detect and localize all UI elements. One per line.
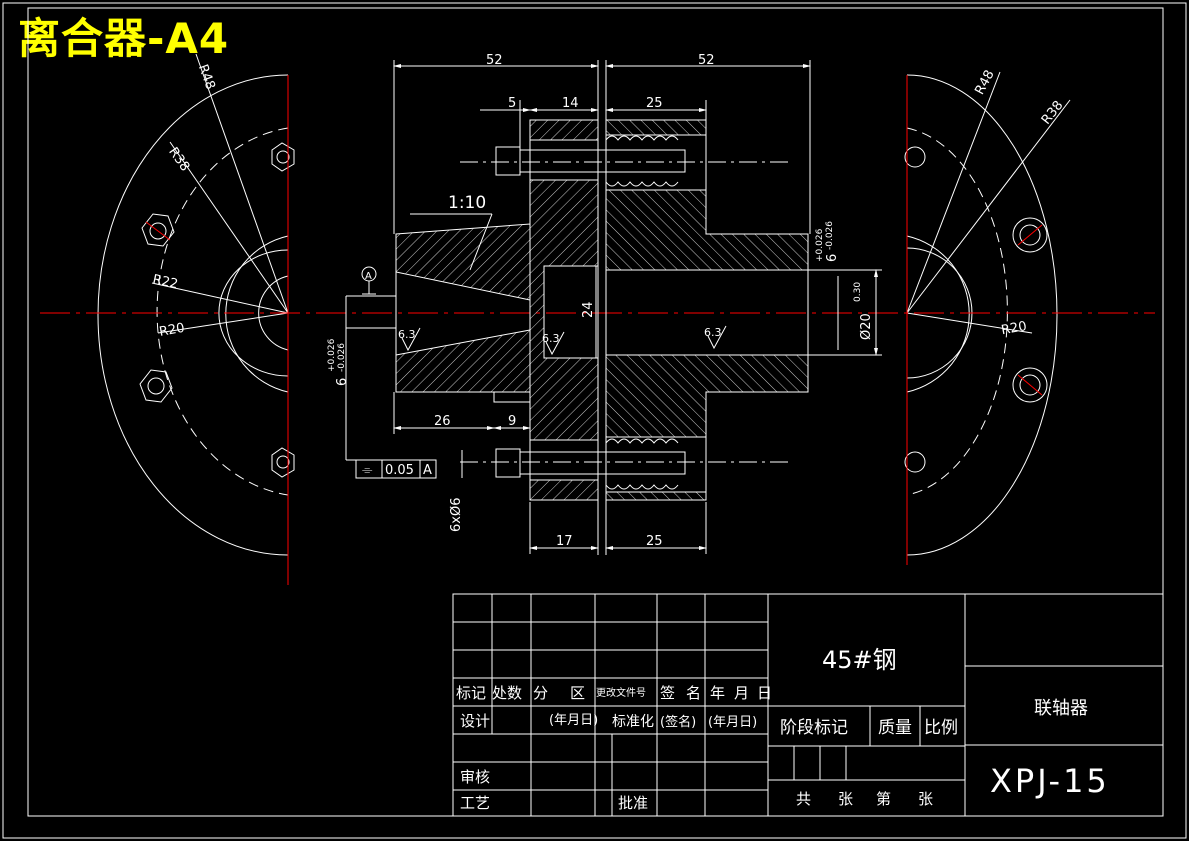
- roughness-1: 6.3: [398, 328, 416, 341]
- left-r20: R20: [158, 321, 186, 340]
- tol-value: 0.05: [385, 463, 414, 478]
- title-block: [452, 593, 1164, 817]
- diameter-tol: 0.30: [853, 282, 863, 302]
- scale-label: 比例: [924, 718, 958, 738]
- section-bolts: [495, 135, 686, 490]
- keyway-right-lower: -0.026: [825, 221, 835, 250]
- dim-5: 5: [508, 96, 516, 111]
- left-r22: R22: [151, 272, 179, 292]
- section-view: [395, 60, 809, 555]
- keyway-left-lower: -0.026: [337, 343, 347, 372]
- left-r48: R48: [195, 62, 218, 91]
- taper-label: 1:10: [448, 193, 486, 213]
- hdr-mark: 标记: [456, 684, 486, 702]
- right-radius-labels: R48 R38 R20: [972, 68, 1066, 339]
- right-r38: R38: [1039, 98, 1067, 127]
- row-design-date: (年月日): [549, 713, 598, 728]
- sheet-unit-2: 张: [918, 790, 933, 808]
- hdr-sign2: 名: [686, 684, 701, 702]
- row-review: 审核: [460, 768, 490, 786]
- dimension-lines: [345, 60, 882, 554]
- sheet-unit-1: 张: [838, 790, 853, 808]
- datum-a: A: [365, 271, 372, 282]
- row-process: 工艺: [460, 794, 490, 812]
- row-standard: 标准化: [612, 714, 654, 730]
- sheet-no: 第: [876, 790, 891, 808]
- dim-17: 17: [556, 534, 573, 549]
- diameter-dim: Ø20: [859, 313, 874, 340]
- part-name: 联轴器: [1034, 698, 1088, 719]
- datum-a-marker: [361, 266, 377, 295]
- roughness-3: 6.3: [704, 326, 722, 339]
- left-r38: R38: [165, 145, 192, 175]
- right-r20: R20: [1000, 319, 1028, 338]
- sheet-total: 共: [796, 790, 811, 808]
- drawing-number: XPJ-15: [990, 762, 1110, 800]
- row-design: 设计: [460, 712, 490, 730]
- roughness-marks: [401, 325, 727, 356]
- dim-52-right: 52: [698, 53, 715, 68]
- keyway-right-upper: +0.026: [815, 228, 825, 262]
- tolerance-frame: [355, 459, 437, 479]
- right-r48: R48: [972, 68, 997, 98]
- hdr-zone: 区: [570, 684, 585, 702]
- keyway-right-nominal: 6: [825, 254, 840, 262]
- right-end-view: [904, 71, 1071, 556]
- mass-label: 质量: [878, 718, 912, 738]
- hdr-count: 处数: [492, 684, 522, 702]
- dim-9: 9: [508, 414, 516, 429]
- dimension-texts: 52 52 5 14 25 26 9 17 25 1:10 24 Ø20 0.3…: [327, 53, 874, 549]
- row-sign: (签名): [660, 714, 696, 730]
- title-block-text: 标记 处数 分 区 更改文件号 签 名 年 月 日 设计 (年月日) 标准化 (…: [456, 646, 1110, 812]
- approve-label: 批准: [618, 794, 648, 812]
- bolt-hex: [139, 142, 295, 478]
- dim-26: 26: [434, 414, 451, 429]
- stage-label: 阶段标记: [780, 718, 848, 738]
- keyway-left-nominal: 6: [335, 378, 350, 386]
- hdr-month: 月: [734, 684, 749, 702]
- row-sign-date: (年月日): [708, 715, 757, 730]
- hdr-day: 日: [757, 684, 772, 702]
- hdr-div: 分: [533, 684, 548, 702]
- dim-14: 14: [562, 96, 579, 111]
- bore-dim: 24: [581, 301, 596, 318]
- holes-label: 6xØ6: [449, 498, 464, 532]
- left-end-view: [97, 53, 295, 556]
- hdr-year: 年: [710, 684, 725, 702]
- left-radius-labels: R48 R38 R22 R20: [151, 62, 218, 339]
- dim-52-left: 52: [486, 53, 503, 68]
- tol-datum: A: [423, 463, 432, 478]
- drawing-title: 离合器-A4: [18, 14, 230, 63]
- hdr-change: 更改文件号: [596, 686, 646, 699]
- dim-25-top: 25: [646, 96, 663, 111]
- roughness-2: 6.3: [542, 332, 560, 345]
- material: 45#钢: [822, 646, 897, 674]
- hdr-sign1: 签: [660, 684, 675, 702]
- keyway-left-upper: +0.026: [327, 338, 337, 372]
- tol-symbol: ⌯: [362, 463, 373, 478]
- dim-25-bottom: 25: [646, 534, 663, 549]
